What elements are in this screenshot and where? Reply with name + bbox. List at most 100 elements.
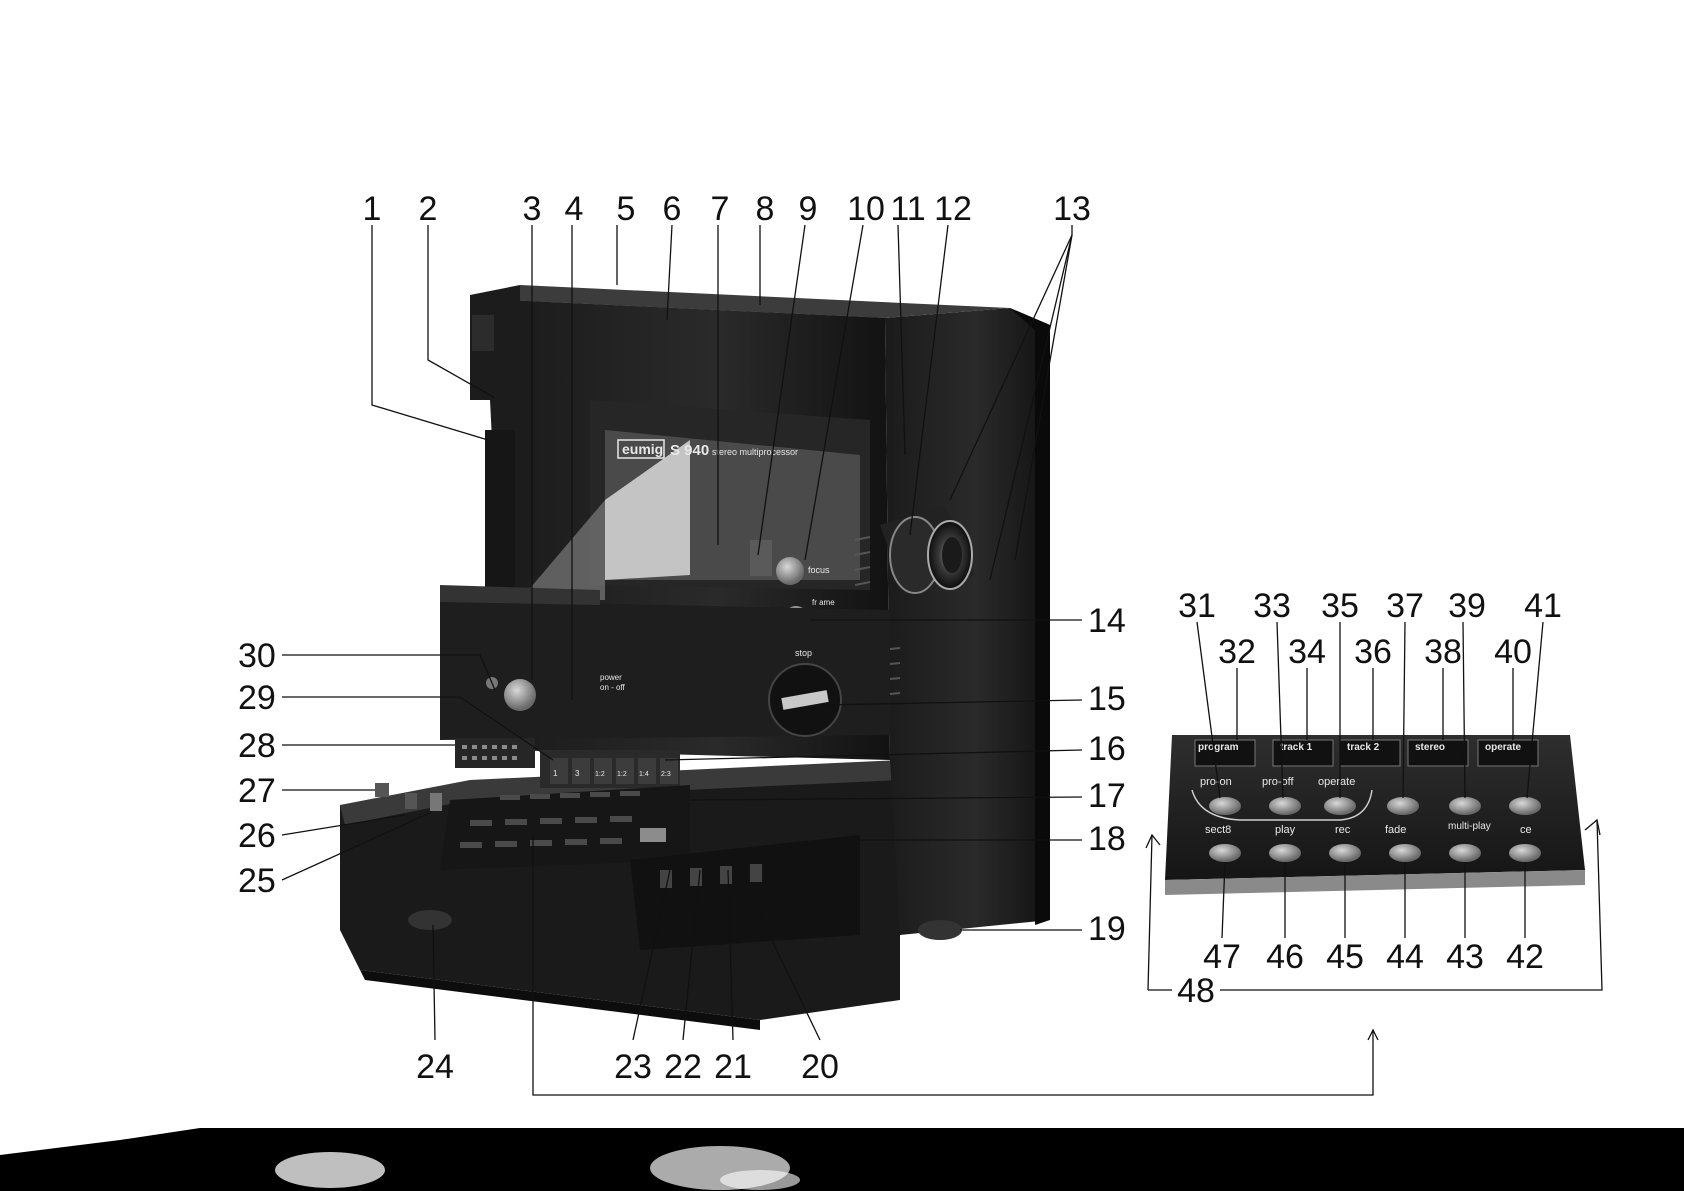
frame-label: fr ame (812, 598, 835, 607)
panel-button-label: fade (1385, 824, 1406, 836)
callout-number: 25 (238, 862, 276, 900)
callout-number: 26 (238, 817, 276, 855)
speed-button[interactable] (572, 758, 590, 784)
panel-header-label: stereo (1415, 742, 1445, 753)
callout-number: 46 (1266, 938, 1304, 976)
sect-button[interactable] (1209, 844, 1241, 862)
panel-header-label: operate (1485, 742, 1522, 753)
speed-button[interactable] (638, 758, 656, 784)
callout-number: 9 (799, 190, 818, 228)
rec-button[interactable] (1329, 844, 1361, 862)
leader-lines (281, 224, 1603, 1096)
callout-number: 24 (416, 1048, 454, 1086)
pro-on-button[interactable] (1209, 797, 1241, 815)
callout-number: 14 (1088, 602, 1126, 640)
fade-button[interactable] (1389, 844, 1421, 862)
callout-number: 27 (238, 772, 276, 810)
operate-select-button[interactable] (1509, 797, 1541, 815)
small-switch[interactable] (430, 793, 442, 811)
callout-number: 42 (1506, 938, 1544, 976)
level-meter-display (455, 738, 535, 768)
projector-body: eumig S 940 stereo multiprocessor focus … (340, 285, 1050, 1030)
callout-number: 8 (756, 190, 775, 228)
callout-number: 38 (1424, 633, 1462, 671)
panel-header-label: program (1198, 742, 1239, 753)
callout-number: 28 (238, 727, 276, 765)
callout-number: 21 (714, 1048, 752, 1086)
track-button[interactable] (1449, 797, 1481, 815)
panel-button-label: pro-off (1262, 776, 1295, 788)
callout-number: 34 (1288, 633, 1326, 671)
ce-button[interactable] (1509, 844, 1541, 862)
callout-number: 11 (890, 190, 925, 228)
callout-number: 41 (1524, 587, 1562, 625)
callout-labels: 1 2 3 4 5 6 7 8 9 10 11 12 13 14 15 16 1… (238, 190, 1562, 1086)
stereo-button[interactable] (1387, 797, 1419, 815)
callout-number: 31 (1178, 587, 1216, 625)
panel-bottom-button-row (1209, 844, 1541, 862)
callout-number: 7 (711, 190, 730, 228)
panel-button-label: ce (1520, 824, 1532, 836)
callout-number: 18 (1088, 820, 1126, 858)
mode-selector-dial[interactable]: stop (768, 648, 842, 737)
focus-label: focus (808, 565, 830, 575)
callout-number: 16 (1088, 730, 1126, 768)
callout-number: 37 (1386, 587, 1424, 625)
callout-number: 2 (419, 190, 438, 228)
display-window (640, 828, 666, 842)
model-subtitle: stereo multiprocessor (712, 447, 798, 457)
callout-number: 39 (1448, 587, 1486, 625)
callout-number: 12 (934, 190, 972, 228)
callout-number: 13 (1053, 190, 1091, 228)
projection-lens[interactable] (880, 505, 975, 595)
multi-play-button[interactable] (1449, 844, 1481, 862)
callout-number: 48 (1177, 972, 1215, 1010)
speed-button[interactable] (616, 758, 634, 784)
callout-number: 23 (614, 1048, 652, 1086)
callout-number: 36 (1354, 633, 1392, 671)
panel-button-label: multi-play (1448, 821, 1491, 832)
small-switch[interactable] (375, 783, 389, 797)
stop-label: stop (795, 648, 812, 658)
volume-knob[interactable] (504, 679, 536, 711)
brand-logo: eumig (622, 441, 663, 457)
scan-edge-artifact (0, 1128, 1684, 1191)
power-label: power (600, 673, 622, 682)
panel-button-label: sect8 (1205, 824, 1231, 836)
small-switch[interactable] (405, 793, 417, 809)
pro-off-button[interactable] (1269, 797, 1301, 815)
callout-number: 5 (617, 190, 636, 228)
panel-button-label: operate (1318, 776, 1355, 788)
callout-number: 3 (523, 190, 542, 228)
callout-number: 4 (565, 190, 584, 228)
panel-header-label: track 2 (1347, 742, 1380, 753)
callout-number: 22 (664, 1048, 702, 1086)
speed-button[interactable] (660, 758, 678, 784)
callout-number: 15 (1088, 680, 1126, 718)
focus-knob[interactable] (776, 557, 804, 585)
callout-number: 6 (663, 190, 682, 228)
model-name: S 940 (670, 442, 709, 459)
speed-button-row: 1 3 1:2 1:2 1:4 2:3 (540, 750, 680, 788)
play-button[interactable] (1269, 844, 1301, 862)
speed-label: 1:2 (595, 771, 605, 778)
panel-button-label: pro-on (1200, 776, 1232, 788)
speed-button[interactable] (594, 758, 612, 784)
callout-number: 19 (1088, 910, 1126, 948)
foot-right[interactable] (918, 920, 962, 940)
callout-number: 40 (1494, 633, 1532, 671)
remote-control-panel: program track 1 track 2 stereo operate p… (1165, 735, 1585, 895)
speed-label: 2:3 (661, 771, 671, 778)
panel-top-button-row (1209, 797, 1541, 815)
panel-button-label: play (1275, 824, 1296, 836)
foot-left[interactable] (408, 910, 452, 930)
speed-button[interactable] (550, 758, 568, 784)
callout-number: 17 (1088, 777, 1126, 815)
callout-number: 45 (1326, 938, 1364, 976)
callout-number: 32 (1218, 633, 1256, 671)
speed-label: 1 (553, 769, 558, 778)
operate-button[interactable] (1324, 797, 1356, 815)
speed-label: 1:4 (639, 771, 649, 778)
callout-number: 29 (238, 679, 276, 717)
